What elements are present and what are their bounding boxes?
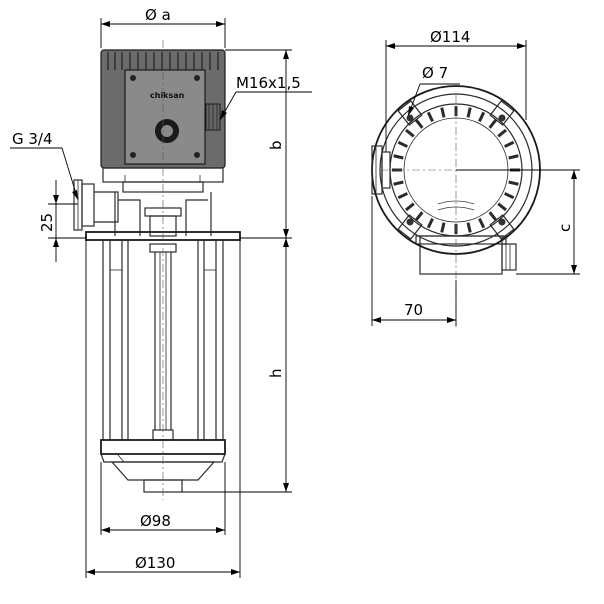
cooling-fin (466, 222, 472, 233)
cooling-fin (426, 111, 434, 122)
cooling-fin (508, 180, 519, 186)
cooling-fin (397, 192, 408, 200)
dim-h: h (182, 238, 292, 493)
label-70: 70 (404, 301, 423, 319)
dim-diameter-a: Ø a (100, 6, 226, 48)
label-diameter-7: Ø 7 (422, 64, 448, 82)
dim-c: c (456, 169, 580, 275)
dim-diameter-7: Ø 7 (407, 64, 460, 117)
brand-text: chiksan (150, 91, 185, 100)
bolt-hole-icon (406, 114, 414, 122)
dim-cable-gland: M16x1,5 (219, 74, 312, 121)
dim-70: 70 (371, 196, 457, 326)
cooling-fin (504, 140, 515, 148)
cooling-fin (393, 180, 404, 186)
cooling-fin (488, 119, 498, 129)
side-view: chiksan (10, 6, 312, 578)
immersion-column (102, 240, 224, 441)
label-25: 25 (38, 213, 56, 232)
label-h: h (267, 368, 285, 378)
cooling-fin (405, 128, 415, 138)
dim-b: b (225, 49, 292, 239)
cooling-fin (508, 154, 519, 160)
cooling-fin (504, 192, 515, 200)
cooling-fin (397, 140, 408, 148)
cooling-fin (478, 218, 486, 229)
cooling-fin (414, 119, 424, 129)
top-view: Ø114 Ø 7 c 70 (371, 28, 580, 330)
cooling-fin (414, 211, 424, 221)
cooling-fin (393, 154, 404, 160)
cooling-fin (426, 218, 434, 229)
label-diameter-114: Ø114 (430, 28, 470, 46)
label-c: c (556, 224, 574, 232)
cooling-fin (488, 211, 498, 221)
dim-diameter-114: Ø114 (385, 28, 527, 152)
cooling-fin (466, 107, 472, 118)
label-diameter-130: Ø130 (135, 554, 175, 572)
discharge-outlet (73, 179, 119, 231)
cooling-fin (405, 202, 415, 212)
label-diameter-98: Ø98 (140, 512, 171, 530)
cooling-fin (497, 202, 507, 212)
dim-diameter-98: Ø98 (100, 462, 226, 535)
cooling-fin (497, 128, 507, 138)
cooling-fin (440, 107, 446, 118)
cooling-fin (440, 222, 446, 233)
label-diameter-a: Ø a (145, 6, 171, 24)
dim-thread: G 3/4 (10, 130, 79, 201)
label-cable-gland: M16x1,5 (236, 74, 301, 92)
dim-diameter-130: Ø130 (85, 240, 241, 578)
cooling-fin (478, 111, 486, 122)
label-b: b (267, 140, 285, 150)
label-thread: G 3/4 (12, 130, 53, 148)
dim-25: 25 (38, 180, 86, 262)
